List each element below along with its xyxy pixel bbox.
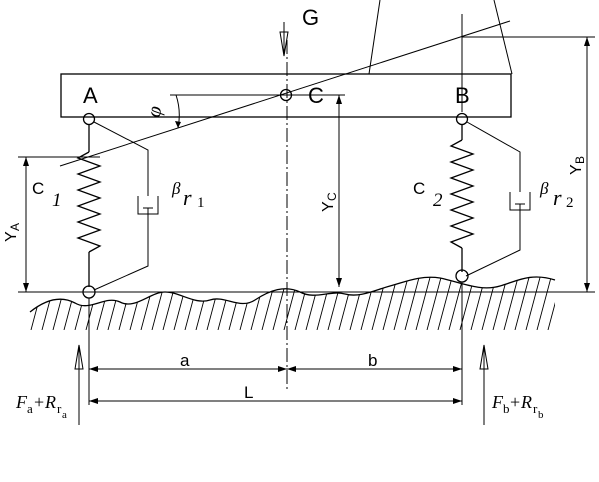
label-beta-r2: β <box>539 179 549 198</box>
label-beta-r1-sub: 1 <box>197 195 205 211</box>
hatch-line <box>525 276 543 330</box>
vehicle-body <box>60 73 512 118</box>
label-ya: Y A <box>3 223 22 242</box>
gravity-arrow-head <box>279 31 289 57</box>
label-g: G <box>302 5 319 30</box>
ground-hatching <box>30 270 599 330</box>
label-phi: φ <box>143 104 167 119</box>
label-force-left: F a + R r a <box>15 392 67 421</box>
point-c-pivot <box>279 88 293 102</box>
label-fa-sub: a <box>27 401 33 416</box>
label-fb-rr-sub: b <box>538 409 544 421</box>
hatch-line <box>426 276 444 330</box>
yc-arrow-top <box>336 95 342 104</box>
hatch-line <box>559 270 575 330</box>
label-fb: F <box>491 392 504 412</box>
left-damper-lower-arm <box>93 208 149 291</box>
label-fa-plus: + <box>34 392 44 412</box>
left-frame-support <box>368 0 381 75</box>
label-fb-plus: + <box>510 392 520 412</box>
label-yb-main: Y <box>568 164 585 175</box>
point-b-pivot <box>455 112 469 126</box>
phi-arrow-head <box>175 121 181 128</box>
label-c2: C <box>413 179 425 198</box>
hatch-line <box>536 276 554 330</box>
label-c1-sub: 1 <box>52 190 62 211</box>
label-yb: Y B <box>568 156 587 175</box>
left-force-arrow-head <box>74 344 84 370</box>
label-ya-main: Y <box>3 231 20 242</box>
yc-arrow-bottom <box>336 278 342 287</box>
label-a: A <box>83 83 98 108</box>
label-c2-sub: 2 <box>433 190 443 211</box>
right-spring <box>449 139 475 249</box>
pitch-line <box>59 20 511 167</box>
label-beta-r1: β <box>171 179 181 198</box>
right-damper-upper-arm <box>466 121 521 192</box>
hatch-line <box>592 270 599 330</box>
hatch-line <box>570 270 586 330</box>
yb-arrow-top <box>584 37 590 46</box>
label-fa-rr: r <box>57 401 62 416</box>
hatch-line <box>404 276 422 330</box>
label-fb-r: R <box>520 392 532 412</box>
label-yc-sub: C <box>325 192 339 201</box>
label-fb-sub: b <box>503 401 510 416</box>
label-dim-b: b <box>368 351 377 370</box>
road-profile <box>29 276 556 313</box>
label-dim-l: L <box>244 383 253 402</box>
label-yb-sub: B <box>573 156 587 164</box>
yb-arrow-bottom <box>584 283 590 292</box>
a-arrow-right <box>278 366 287 372</box>
point-a-pivot <box>82 112 96 126</box>
a-arrow-left <box>89 366 98 372</box>
l-arrow-left <box>89 398 98 404</box>
hatch-line <box>547 276 555 330</box>
hatch-line <box>514 276 532 330</box>
label-c: C <box>308 83 324 108</box>
ya-arrow-bottom <box>23 283 29 292</box>
hatch-line <box>581 270 597 330</box>
label-fb-rr: r <box>533 401 538 416</box>
label-fa-r: R <box>44 392 56 412</box>
label-force-right: F b + R r b <box>491 392 544 421</box>
hatch-line <box>415 276 433 330</box>
left-spring <box>76 151 102 253</box>
label-dim-a: a <box>180 351 190 370</box>
b-arrow-left <box>287 366 296 372</box>
label-beta-r1-r: r <box>183 185 192 210</box>
label-yc: Y C <box>320 192 339 212</box>
label-fa-rr-sub: a <box>62 409 67 421</box>
right-damper-lower-arm <box>465 204 521 277</box>
label-b: B <box>455 83 470 108</box>
label-yc-main: Y <box>320 201 337 212</box>
label-c1: C <box>32 179 44 198</box>
b-arrow-right <box>453 366 462 372</box>
label-beta-r2-sub: 2 <box>566 195 574 211</box>
label-ya-sub: A <box>8 223 22 231</box>
label-fa: F <box>15 392 28 412</box>
label-beta-r2-r: r <box>553 185 562 210</box>
ya-arrow-top <box>23 157 29 166</box>
l-arrow-right <box>453 398 462 404</box>
right-force-arrow-head <box>479 344 489 370</box>
left-damper-upper-arm <box>93 121 149 196</box>
